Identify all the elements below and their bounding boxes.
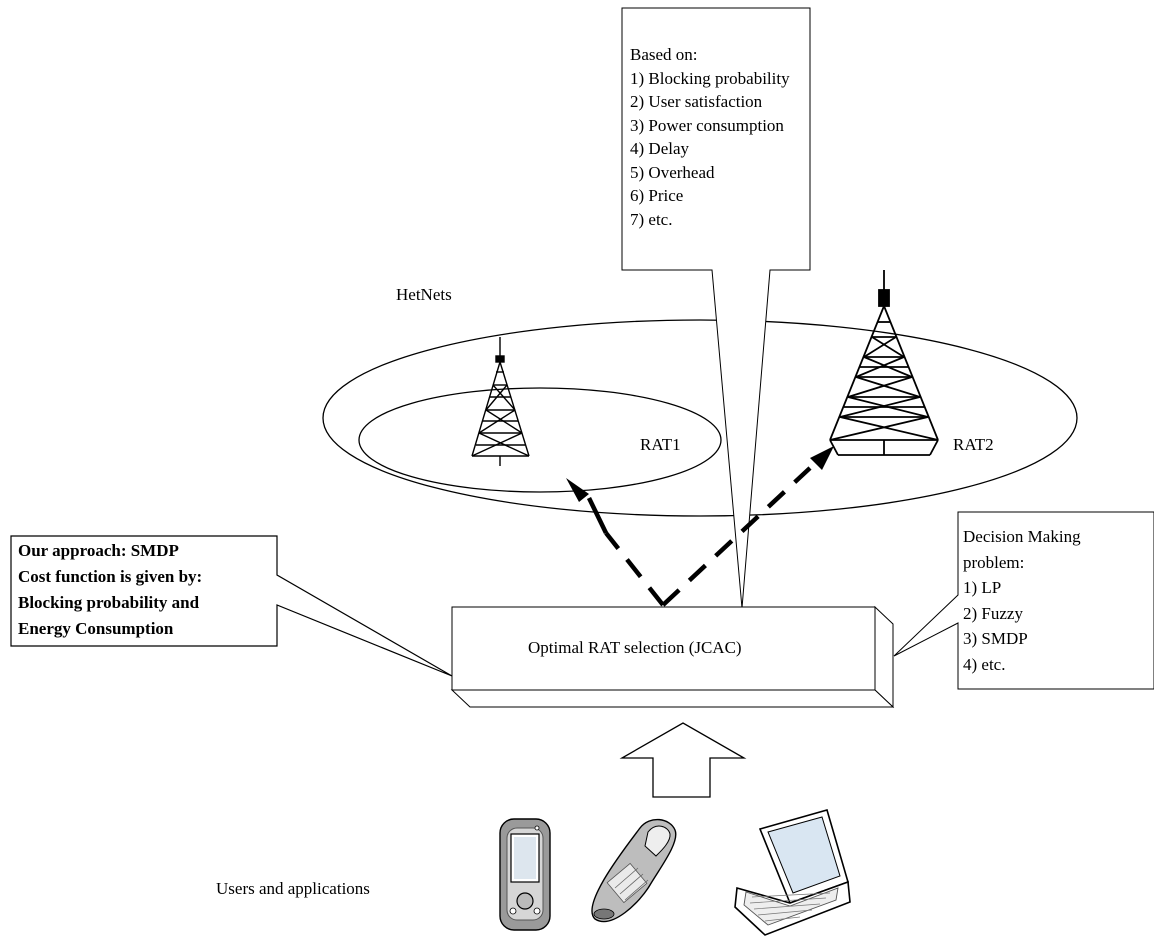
up-arrow-icon bbox=[619, 722, 747, 798]
hetnet-coverage-ellipse bbox=[322, 319, 1078, 517]
approach-line: Cost function is given by: bbox=[18, 567, 203, 586]
selector-box bbox=[450, 605, 895, 709]
decision-line: Decision Making bbox=[963, 527, 1081, 546]
approach-line: Energy Consumption bbox=[18, 619, 174, 638]
decision-line: 2) Fuzzy bbox=[963, 603, 1023, 623]
criteria-item: 5) Overhead bbox=[630, 162, 715, 182]
decision-line: 4) etc. bbox=[963, 654, 1006, 674]
rat1-coverage-ellipse bbox=[358, 387, 722, 493]
criteria-item: 2) User satisfaction bbox=[630, 92, 763, 111]
tower-large-icon bbox=[829, 270, 939, 456]
criteria-item: 3) Power consumption bbox=[630, 115, 784, 135]
decision-line: problem: bbox=[963, 552, 1025, 572]
decision-line: 3) SMDP bbox=[963, 629, 1028, 648]
tower-small-icon bbox=[471, 337, 530, 466]
users-label: Users and applications bbox=[216, 879, 370, 898]
approach-line: Blocking probability and bbox=[18, 593, 200, 612]
pda-icon bbox=[499, 818, 551, 931]
hetnets-label: HetNets bbox=[396, 285, 452, 304]
criteria-item: 1) Blocking probability bbox=[630, 68, 790, 88]
approach-line: Our approach: SMDP bbox=[18, 541, 179, 560]
criteria-heading: Based on: bbox=[630, 45, 698, 64]
criteria-item: 4) Delay bbox=[630, 139, 690, 158]
flip-phone-icon bbox=[591, 818, 677, 922]
criteria-callout-shape bbox=[621, 7, 811, 609]
selection-arrows bbox=[566, 446, 834, 607]
approach-callout-shape bbox=[10, 535, 453, 677]
decision-line: 1) LP bbox=[963, 578, 1002, 597]
approach-callout: Our approach: SMDP Cost function is give… bbox=[18, 538, 202, 642]
laptop-icon bbox=[734, 809, 851, 936]
criteria-callout: Based on: 1) Blocking probability 2) Use… bbox=[630, 43, 790, 231]
rat1-label: RAT1 bbox=[640, 435, 681, 454]
selector-label: Optimal RAT selection (JCAC) bbox=[528, 638, 742, 657]
criteria-item: 6) Price bbox=[630, 186, 684, 205]
rat2-label: RAT2 bbox=[953, 435, 994, 454]
criteria-item: 7) etc. bbox=[630, 209, 673, 229]
decision-callout: Decision Making problem: 1) LP 2) Fuzzy … bbox=[963, 524, 1081, 677]
decision-callout-shape bbox=[893, 511, 1154, 690]
